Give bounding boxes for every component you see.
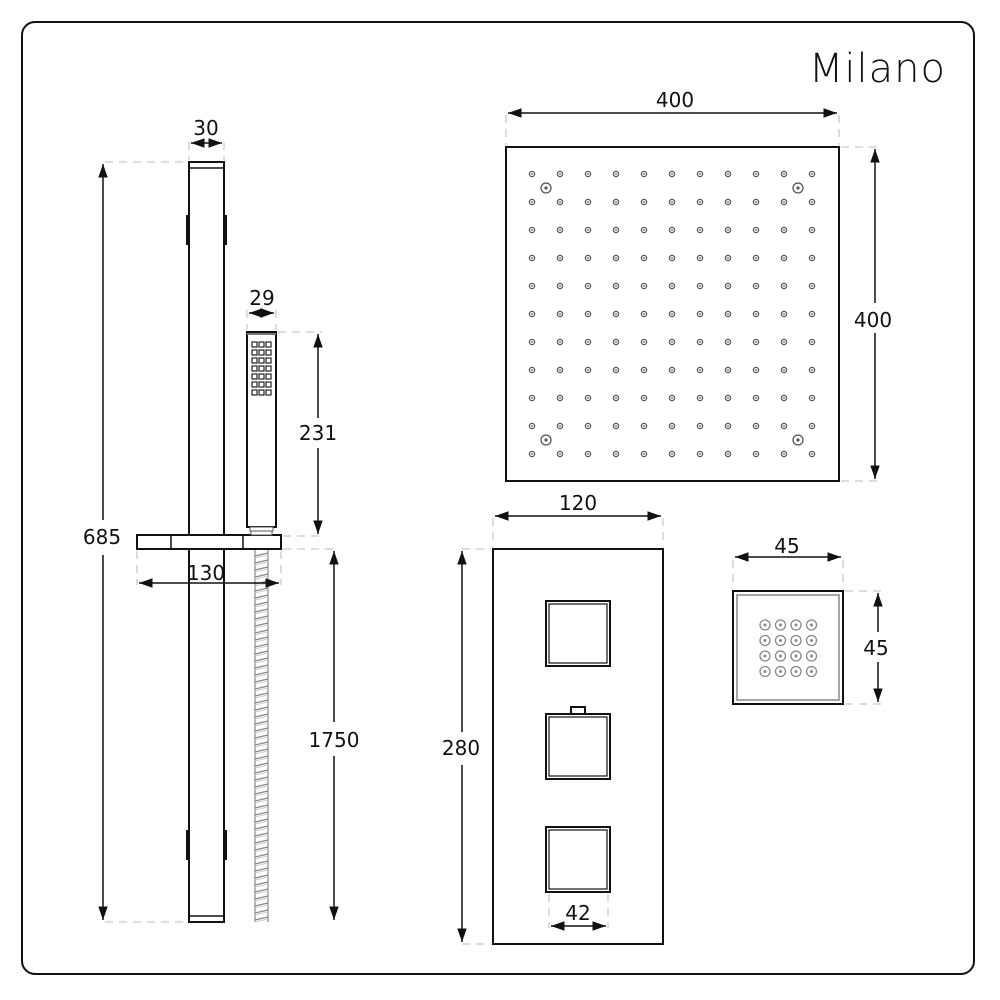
slider-width-label: 130 bbox=[187, 561, 225, 585]
jet-height-label: 45 bbox=[863, 636, 888, 660]
jet-width-label: 45 bbox=[774, 534, 799, 558]
nozzle-icon bbox=[251, 349, 258, 356]
handset-body bbox=[246, 331, 277, 528]
rail-width-label: 30 bbox=[193, 116, 218, 140]
body-jet-nozzle-grid bbox=[759, 619, 818, 678]
head-height-label: 400 bbox=[854, 308, 892, 332]
nozzle-icon bbox=[265, 341, 272, 348]
nozzle-icon bbox=[251, 389, 258, 396]
riser-rail: 30 685 29 231 130 1750 bbox=[83, 116, 360, 923]
nozzle-icon bbox=[258, 341, 265, 348]
slider-bracket bbox=[136, 534, 282, 550]
nozzle-icon bbox=[251, 357, 258, 364]
nozzle-icon bbox=[251, 373, 258, 380]
bracket-tab-icon bbox=[186, 830, 189, 860]
nozzle-icon bbox=[265, 349, 272, 356]
brand-logo: Milano bbox=[809, 46, 946, 92]
nozzle-icon bbox=[265, 389, 272, 396]
nozzle-icon bbox=[258, 365, 265, 372]
screw-icons bbox=[540, 182, 804, 446]
nozzle-icon bbox=[251, 381, 258, 388]
bracket-tab-icon bbox=[186, 215, 189, 245]
bracket-tab-icon bbox=[224, 830, 227, 860]
nozzle-icon bbox=[258, 373, 265, 380]
nozzle-icon bbox=[258, 357, 265, 364]
nozzle-icon bbox=[258, 381, 265, 388]
hose bbox=[254, 549, 269, 923]
rail-height-label: 685 bbox=[83, 525, 121, 549]
nozzle-icon bbox=[265, 357, 272, 364]
valve-knob-bottom bbox=[545, 826, 611, 893]
nozzle-icon bbox=[258, 389, 265, 396]
knob-width-label: 42 bbox=[565, 901, 590, 925]
body-jet: 45 45 bbox=[732, 534, 889, 705]
thermostatic-valve: 120 280 42 bbox=[442, 491, 664, 945]
valve-knob-middle bbox=[545, 706, 611, 780]
nozzle-icon bbox=[251, 365, 258, 372]
nozzle-icon bbox=[265, 373, 272, 380]
nozzle-icon bbox=[265, 365, 272, 372]
handset-width-label: 29 bbox=[249, 286, 274, 310]
handset-nozzle-grid bbox=[251, 341, 272, 396]
valve-width-label: 120 bbox=[559, 491, 597, 515]
nozzle-icon bbox=[251, 341, 258, 348]
handset-length-label: 231 bbox=[299, 421, 337, 445]
head-width-label: 400 bbox=[656, 88, 694, 112]
bracket-tab-icon bbox=[224, 215, 227, 245]
nozzle-icon bbox=[265, 381, 272, 388]
body-jet-plate bbox=[732, 590, 844, 705]
valve-height-label: 280 bbox=[442, 736, 480, 760]
hose-length-label: 1750 bbox=[309, 728, 360, 752]
shower-head: 400 400 bbox=[505, 88, 892, 482]
valve-knob-top bbox=[545, 600, 611, 667]
shower-head-nozzle-grid bbox=[528, 170, 816, 458]
drawing-frame bbox=[21, 21, 975, 975]
nozzle-icon bbox=[258, 349, 265, 356]
